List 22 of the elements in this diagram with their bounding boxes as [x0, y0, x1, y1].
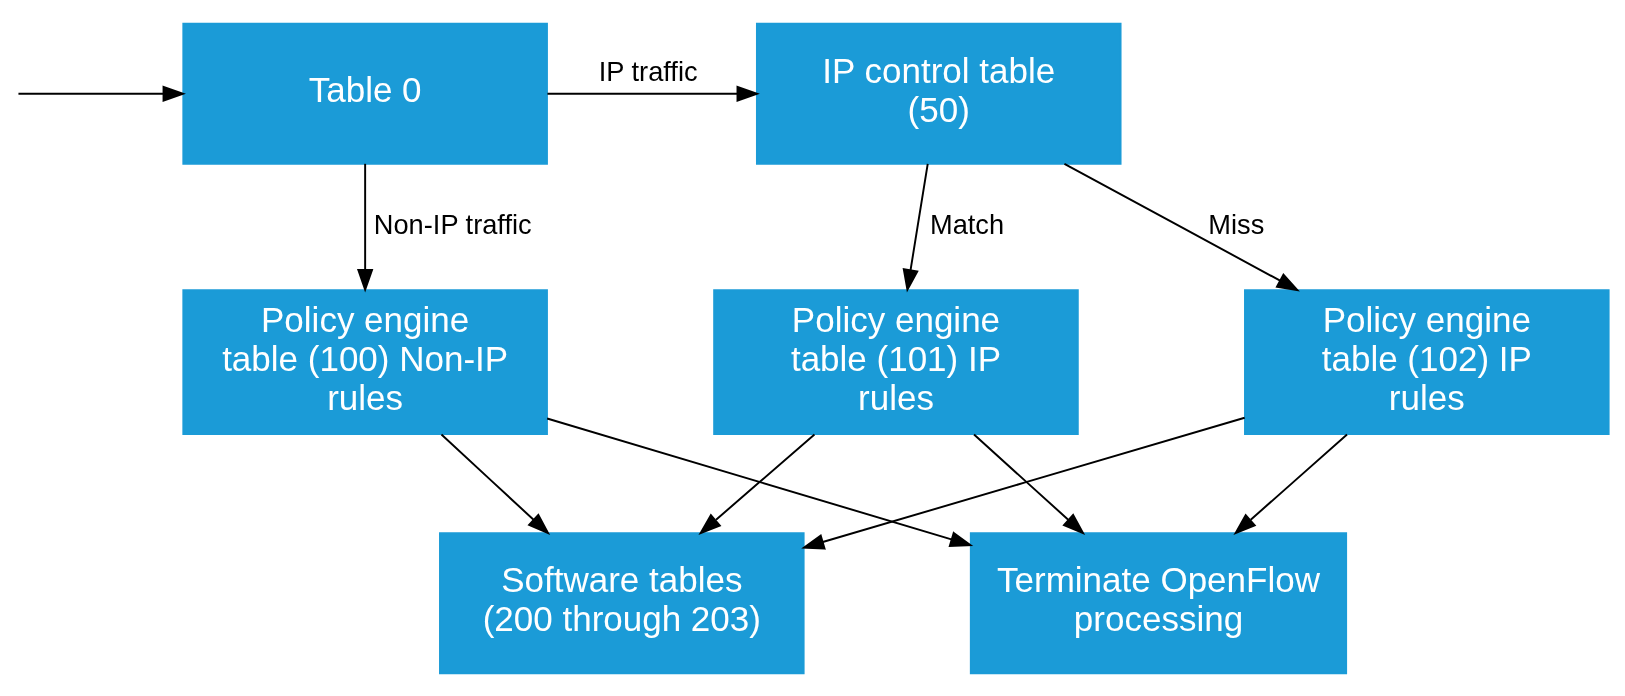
node-box: Policy engine table (100) Non-IP rules — [182, 288, 548, 435]
node-box: IP control table (50) — [756, 22, 1122, 165]
arrow — [801, 416, 1246, 550]
node-box: Software tables (200 through 203) — [439, 531, 805, 674]
arrow — [1233, 433, 1348, 535]
arrow — [1063, 162, 1300, 291]
edge-label: Match — [929, 208, 1005, 240]
arrow — [546, 417, 974, 547]
node-box: Table 0 — [182, 22, 548, 165]
arrow — [902, 162, 929, 292]
edge-label: Miss — [1208, 208, 1265, 240]
arrow — [440, 433, 551, 535]
edge-label: Non-IP traffic — [373, 208, 532, 240]
node-box: Policy engine table (101) IP rules — [713, 288, 1079, 435]
arrow — [973, 433, 1086, 535]
arrow — [356, 162, 374, 292]
arrow — [17, 85, 186, 102]
node-box: Policy engine table (102) IP rules — [1244, 288, 1610, 435]
node-box: Terminate OpenFlow processing — [969, 531, 1348, 674]
edge-label: IP traffic — [598, 55, 698, 87]
arrow — [546, 85, 760, 102]
arrow — [698, 433, 816, 535]
